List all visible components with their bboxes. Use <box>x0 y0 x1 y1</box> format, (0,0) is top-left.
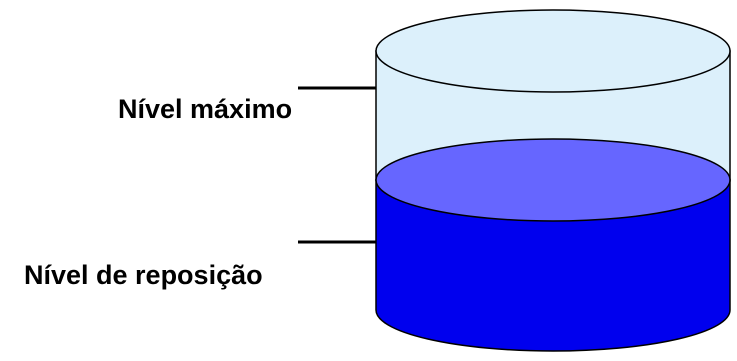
tank-liquid-body <box>375 179 731 352</box>
reorder-level-label: Nível de reposição <box>24 260 263 290</box>
tank-top-rim <box>375 9 731 93</box>
tank-liquid-surface <box>375 138 731 222</box>
max-level-label: Nível máximo <box>118 94 293 124</box>
